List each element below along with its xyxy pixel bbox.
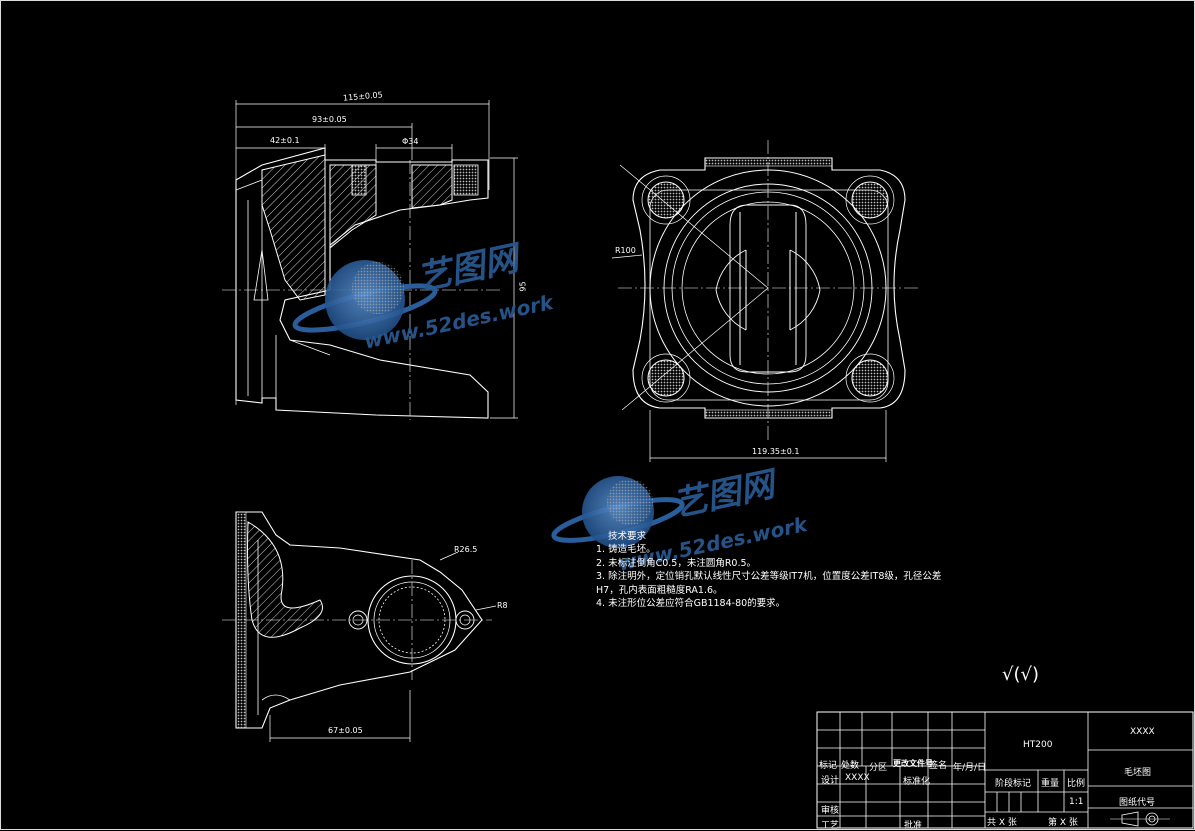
tb-weight-label: 重量 [1041, 779, 1060, 789]
tech-req-item: 4. 未注形位公差应符合GB1184-80的要求。 [596, 598, 786, 610]
technical-requirements: 技术要求 1. 铸造毛坯。 2. 未标注倒角C0.5，未注圆角R0.5。 3. … [596, 530, 941, 610]
tb-review: 审核 [821, 806, 840, 816]
tb-sign: 签名 [929, 761, 948, 771]
tb-design: 设计 [821, 776, 840, 786]
dim-length-4: Φ34 [402, 137, 419, 146]
title-block [816, 711, 1194, 829]
tb-material: HT200 [1023, 740, 1053, 750]
watermark-logo-2 [551, 476, 685, 548]
dim-r8: R8 [497, 601, 508, 610]
tb-sheets-total: 共 X 张 [987, 818, 1017, 828]
tb-approve: 批准 [904, 821, 923, 831]
tech-req-item: H7，孔内表面粗糙度RA1.6。 [596, 584, 723, 596]
tb-drawing-code-label: 图纸代号 [1119, 798, 1156, 808]
tb-designer: XXXX [845, 773, 870, 783]
dim-r100: R100 [615, 246, 636, 255]
tb-scale-value: 1:1 [1069, 797, 1084, 807]
tb-change-doc: 更改文件号 [893, 759, 933, 768]
front-view [222, 100, 518, 420]
tb-stage-label: 阶段标记 [995, 779, 1032, 789]
dim-vertical: 95 [518, 281, 528, 292]
tech-req-item: 2. 未标注倒角C0.5，未注圆角R0.5。 [596, 557, 757, 569]
dim-width-bottom: 119.35±0.1 [752, 447, 800, 456]
dim-length-2: 93±0.05 [312, 115, 347, 124]
dim-r26-5: R26.5 [454, 545, 478, 554]
tb-count: 处数 [841, 761, 860, 771]
dim-length-3: 42±0.1 [270, 136, 300, 145]
tb-standardize: 标准化 [903, 777, 931, 787]
dim-bottom: 67±0.05 [328, 726, 363, 735]
tb-sheet-no: 第 X 张 [1048, 818, 1078, 828]
tb-company: XXXX [1130, 727, 1155, 737]
tb-zone: 分区 [869, 763, 888, 773]
tb-process: 工艺 [821, 821, 840, 831]
tb-drawing-name: 毛坯图 [1124, 768, 1152, 778]
side-view [611, 140, 920, 462]
tech-req-heading: 技术要求 [608, 531, 647, 542]
tb-mark: 标记 [819, 761, 838, 771]
tech-req-item: 3. 除注明外，定位销孔默认线性尺寸公差等级IT7机，位置度公差IT8级，孔径公… [596, 571, 942, 583]
watermark-logo-1 [292, 260, 438, 340]
tb-scale-label: 比例 [1067, 779, 1086, 789]
bottom-view [222, 511, 497, 742]
roughness-symbol: √(√) [1002, 664, 1039, 685]
tech-req-item: 1. 铸造毛坯。 [596, 544, 656, 556]
tb-date: 年/月/日 [953, 763, 987, 773]
